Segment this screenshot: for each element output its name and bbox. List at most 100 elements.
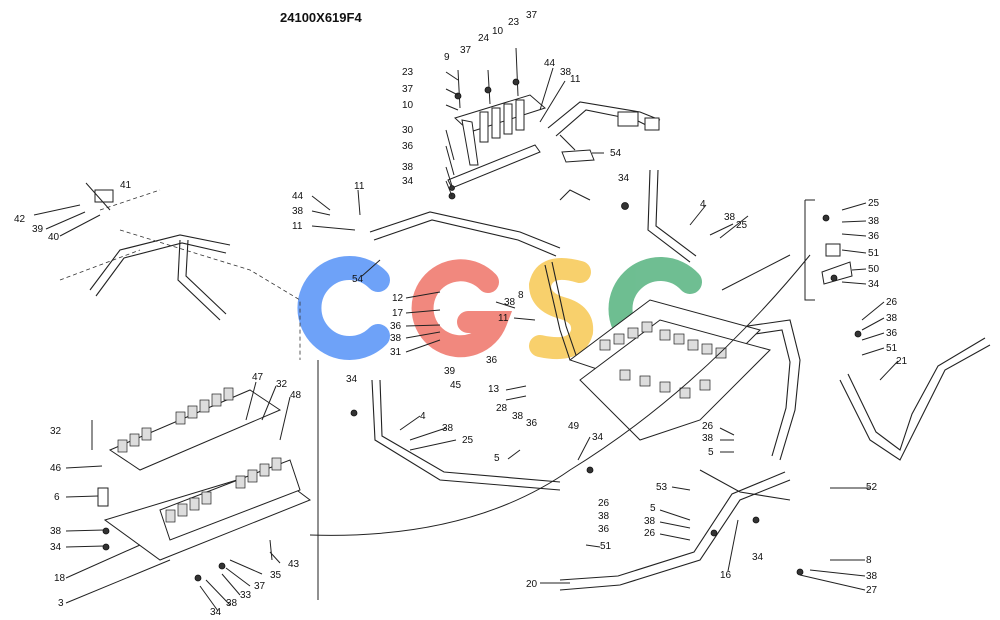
callout: 35 bbox=[270, 570, 282, 581]
callout: 30 bbox=[402, 125, 414, 136]
callout: 5 bbox=[650, 503, 656, 514]
callouts-middle: 44 38 11 11 54 12 17 36 38 31 36 39 45 3… bbox=[292, 173, 630, 391]
callout: 38 bbox=[292, 206, 304, 217]
callout: 49 bbox=[568, 421, 580, 432]
callout: 26 bbox=[702, 421, 714, 432]
callouts-right: 4 38 25 25 38 36 51 50 34 26 38 36 51 21 bbox=[700, 198, 908, 367]
upper-pipe-run bbox=[547, 101, 661, 163]
center-valve-block bbox=[568, 299, 771, 441]
callout: 26 bbox=[886, 297, 898, 308]
callout: 36 bbox=[486, 355, 498, 366]
right-detail-inset bbox=[721, 199, 853, 301]
callout: 25 bbox=[868, 198, 880, 209]
callout: 8 bbox=[866, 555, 872, 566]
callout: 36 bbox=[390, 321, 402, 332]
watermark-s bbox=[528, 258, 594, 360]
callout: 26 bbox=[598, 498, 610, 509]
callout: 38 bbox=[226, 598, 238, 609]
callout: 38 bbox=[560, 67, 572, 78]
callout: 38 bbox=[442, 423, 454, 434]
callout: 37 bbox=[460, 45, 472, 56]
callout: 36 bbox=[886, 328, 898, 339]
callout: 42 bbox=[14, 214, 26, 225]
callout: 4 bbox=[420, 411, 426, 422]
connector-curve bbox=[309, 254, 811, 536]
callout: 34 bbox=[210, 607, 222, 618]
callout: 38 bbox=[886, 313, 898, 324]
callout: 44 bbox=[292, 191, 304, 202]
callout: 6 bbox=[54, 492, 60, 503]
callouts-top-group: 23 37 10 30 36 38 34 9 37 24 10 23 37 44… bbox=[402, 10, 622, 187]
callout: 12 bbox=[392, 293, 404, 304]
long-tubes bbox=[369, 169, 991, 591]
callout: 33 bbox=[240, 590, 252, 601]
callout: 25 bbox=[462, 435, 474, 446]
callout: 17 bbox=[392, 308, 404, 319]
callout: 18 bbox=[54, 573, 66, 584]
callout: 11 bbox=[292, 221, 303, 232]
callout: 40 bbox=[48, 232, 60, 243]
callout: 38 bbox=[50, 526, 62, 537]
callout: 46 bbox=[50, 463, 62, 474]
callout: 43 bbox=[288, 559, 300, 570]
callout: 38 bbox=[504, 297, 516, 308]
callout: 38 bbox=[402, 162, 414, 173]
callout: 38 bbox=[512, 411, 524, 422]
callout: 38 bbox=[644, 516, 656, 527]
callout: 24 bbox=[478, 33, 490, 44]
callout: 10 bbox=[402, 100, 414, 111]
callout: 34 bbox=[346, 374, 358, 385]
callout: 36 bbox=[868, 231, 880, 242]
callout: 31 bbox=[390, 347, 402, 358]
callout: 8 bbox=[518, 290, 524, 301]
callout: 38 bbox=[724, 212, 736, 223]
callout: 28 bbox=[496, 403, 508, 414]
upper-left-piping bbox=[59, 189, 301, 360]
callout: 26 bbox=[644, 528, 656, 539]
callout: 34 bbox=[618, 173, 630, 184]
callout: 37 bbox=[254, 581, 266, 592]
callout: 32 bbox=[50, 426, 62, 437]
callouts-lower-middle: 34 4 38 25 28 38 36 5 13 49 34 bbox=[346, 374, 604, 464]
callout: 34 bbox=[50, 542, 62, 553]
watermark-g bbox=[411, 259, 513, 358]
callout: 51 bbox=[600, 541, 612, 552]
callout: 4 bbox=[700, 199, 706, 210]
callout: 20 bbox=[526, 579, 538, 590]
callouts-upper-left: 41 42 39 40 bbox=[14, 180, 132, 243]
callouts-left-block: 47 32 48 32 46 6 38 34 18 3 43 35 37 33 … bbox=[50, 372, 302, 618]
callout: 54 bbox=[610, 148, 622, 159]
callout: 3 bbox=[58, 598, 64, 609]
left-valve-bank bbox=[91, 387, 312, 561]
callout: 11 bbox=[498, 313, 509, 324]
callout: 34 bbox=[868, 279, 880, 290]
callout: 36 bbox=[526, 418, 538, 429]
top-manifold-group bbox=[447, 47, 546, 200]
callout: 37 bbox=[526, 10, 538, 21]
callout: 47 bbox=[252, 372, 264, 383]
callout: 11 bbox=[570, 74, 581, 85]
callout: 51 bbox=[868, 248, 880, 259]
callout: 16 bbox=[720, 570, 732, 581]
callout: 41 bbox=[120, 180, 132, 191]
callout: 34 bbox=[592, 432, 604, 443]
callout: 23 bbox=[508, 17, 520, 28]
callout: 38 bbox=[598, 511, 610, 522]
callout: 34 bbox=[752, 552, 764, 563]
callout: 9 bbox=[444, 52, 450, 63]
callout: 13 bbox=[488, 384, 500, 395]
callout: 37 bbox=[402, 84, 414, 95]
callout: 38 bbox=[866, 571, 878, 582]
callouts-lower-right: 26 38 5 53 52 5 38 26 34 16 26 38 36 51 … bbox=[526, 421, 878, 596]
callout: 45 bbox=[450, 380, 462, 391]
callout: 53 bbox=[656, 482, 668, 493]
callout: 11 bbox=[354, 181, 365, 192]
callout: 38 bbox=[390, 333, 402, 344]
drawing-code: 24100X619F4 bbox=[280, 10, 362, 25]
callout: 39 bbox=[32, 224, 44, 235]
callout: 44 bbox=[544, 58, 556, 69]
callout: 54 bbox=[352, 274, 364, 285]
callout: 48 bbox=[290, 390, 302, 401]
callout: 34 bbox=[402, 176, 414, 187]
